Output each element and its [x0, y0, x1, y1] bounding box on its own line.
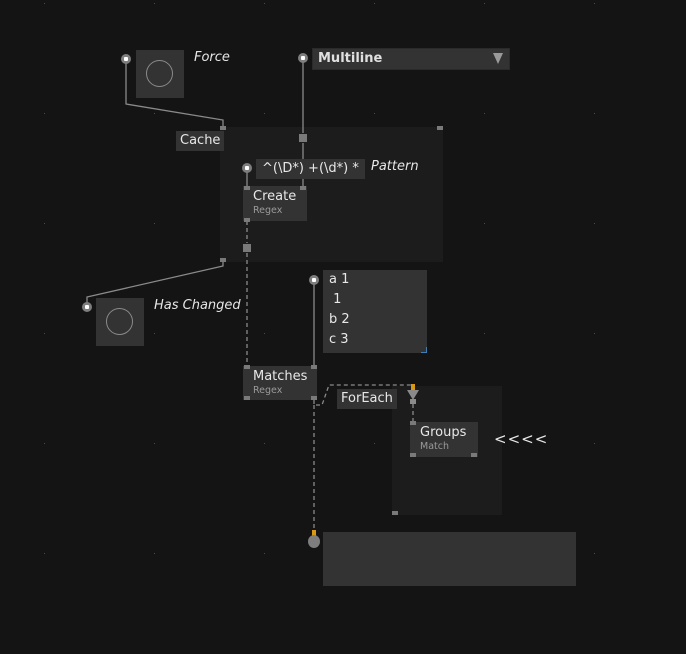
splicer-funnel-icon[interactable] — [407, 390, 419, 400]
has-changed-toggle[interactable] — [96, 298, 144, 346]
cache-output-pin[interactable] — [220, 258, 226, 262]
groups-node-title: Groups — [420, 425, 467, 440]
pattern-label: Pattern — [371, 159, 419, 174]
matches-output-pin-2[interactable] — [311, 396, 317, 400]
matches-output-pin-1[interactable] — [244, 396, 250, 400]
resize-handle-icon[interactable] — [421, 347, 427, 353]
mode-dropdown-value: Multiline — [318, 51, 383, 66]
cache-region-label[interactable]: Cache — [176, 131, 225, 151]
force-toggle[interactable] — [136, 50, 184, 98]
create-input-pin-2[interactable] — [300, 186, 306, 190]
pattern-input[interactable]: ^(\D*) +(\d*) * — [256, 159, 365, 179]
mode-dropdown[interactable]: Multiline — [312, 48, 510, 70]
splicer-accent-pin[interactable] — [411, 384, 415, 390]
output-text-box[interactable] — [323, 532, 576, 586]
text-line: b 2 — [329, 312, 350, 327]
matches-node-category: Regex — [253, 385, 283, 396]
circle-toggle-icon — [146, 60, 173, 87]
pattern-output-pin[interactable] — [242, 163, 252, 173]
output-input-pin[interactable] — [308, 535, 320, 548]
text-line: a 1 — [329, 272, 350, 287]
has-changed-label: Has Changed — [154, 298, 241, 313]
cache-input-pin[interactable] — [220, 126, 226, 130]
circle-toggle-icon — [106, 308, 133, 335]
create-input-pin-1[interactable] — [244, 186, 250, 190]
cache-border-pin-top[interactable] — [299, 134, 307, 142]
splicer-funnel-stem — [410, 399, 416, 404]
text-output-pin[interactable] — [309, 275, 319, 285]
output-accent-pin[interactable] — [312, 530, 316, 536]
comment-text: <<<< — [494, 430, 549, 448]
create-node-category: Regex — [253, 205, 283, 216]
foreach-region-label[interactable]: ForEach — [337, 389, 397, 409]
mode-output-pin[interactable] — [298, 53, 308, 63]
groups-match-node[interactable]: Groups Match — [410, 422, 478, 457]
foreach-output-pin[interactable] — [392, 511, 398, 515]
input-text-area[interactable]: a 1 1 b 2 c 3 — [323, 270, 427, 353]
force-output-pin[interactable] — [121, 54, 131, 64]
has-changed-output-pin[interactable] — [82, 302, 92, 312]
matches-regex-node[interactable]: Matches Regex — [243, 366, 317, 400]
groups-node-category: Match — [420, 441, 449, 452]
cache-resize-pin[interactable] — [437, 126, 443, 130]
create-node-title: Create — [253, 189, 297, 204]
create-output-pin[interactable] — [244, 218, 250, 222]
groups-output-pin-2[interactable] — [471, 453, 477, 457]
cache-border-pin-bottom[interactable] — [243, 244, 251, 252]
groups-input-pin[interactable] — [410, 421, 416, 425]
matches-node-title: Matches — [253, 369, 308, 384]
force-label: Force — [194, 50, 230, 65]
text-line: c 3 — [329, 332, 349, 347]
matches-input-pin-1[interactable] — [244, 365, 250, 369]
text-line: 1 — [329, 292, 342, 307]
matches-input-pin-2[interactable] — [311, 365, 317, 369]
groups-output-pin-1[interactable] — [410, 453, 416, 457]
create-regex-node[interactable]: Create Regex — [243, 186, 307, 221]
triangle-down-icon — [493, 53, 503, 64]
